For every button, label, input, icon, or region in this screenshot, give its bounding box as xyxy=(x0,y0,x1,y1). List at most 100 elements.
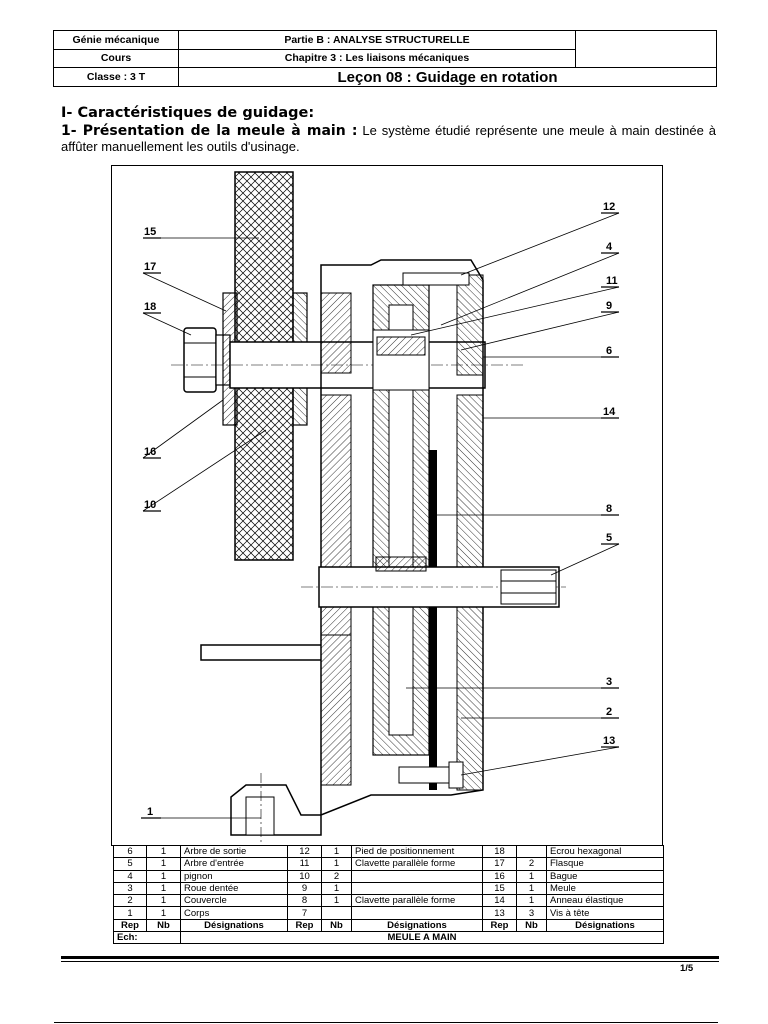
header-table: Génie mécanique Partie B : ANALYSE STRUC… xyxy=(53,29,717,87)
table-cell: 9 xyxy=(287,881,322,896)
label-9: 9 xyxy=(606,300,612,312)
table-cell: 15 xyxy=(482,881,517,896)
footer-rule-thin xyxy=(61,961,719,962)
table-cell: 1 xyxy=(516,881,547,896)
table-cell: pignon xyxy=(180,869,288,883)
label-11: 11 xyxy=(606,275,618,287)
table-cell: 1 xyxy=(321,881,352,896)
table-cell: 4 xyxy=(113,869,147,883)
footer-rule xyxy=(61,956,719,959)
table-cell: 2 xyxy=(113,894,147,908)
table-cell: Anneau élastique xyxy=(546,894,664,908)
header-type: Cours xyxy=(53,48,179,69)
drawing-title: MEULE A MAIN xyxy=(180,931,664,945)
table-cell: 10 xyxy=(287,869,322,883)
table-cell: Ecrou hexagonal xyxy=(546,844,664,859)
table-cell: 6 xyxy=(113,844,147,859)
label-4: 4 xyxy=(606,241,613,253)
label-2: 2 xyxy=(606,706,612,718)
table-cell: 1 xyxy=(321,857,352,871)
page-number: 1/5 xyxy=(680,963,694,974)
label-1: 1 xyxy=(147,806,153,818)
table-cell: 2 xyxy=(321,869,352,883)
table-cell: 14 xyxy=(482,894,517,908)
nomenclature-title-row: Ech: MEULE A MAIN xyxy=(113,931,664,945)
label-15: 15 xyxy=(144,226,156,238)
section-title: I- Caractéristiques de guidage: xyxy=(61,105,315,121)
table-cell: 1 xyxy=(321,894,352,908)
table-cell: 17 xyxy=(482,857,517,871)
table-cell: 1 xyxy=(146,881,181,896)
table-cell: 1 xyxy=(146,894,181,908)
table-cell: Clavette parallèle forme xyxy=(351,857,483,871)
hex-nut xyxy=(183,327,217,393)
bottom-rule xyxy=(54,1022,718,1023)
table-cell: 7 xyxy=(287,906,322,920)
label-8: 8 xyxy=(606,503,612,515)
table-cell: 1 xyxy=(516,894,547,908)
table-cell: 12 xyxy=(287,844,322,859)
table-cell: Meule xyxy=(546,881,664,896)
table-cell xyxy=(321,906,352,920)
table-cell: 1 xyxy=(146,906,181,920)
label-17: 17 xyxy=(144,261,156,273)
table-cell: 1 xyxy=(321,844,352,859)
label-16: 16 xyxy=(144,446,156,458)
table-cell: Arbre de sortie xyxy=(180,844,288,859)
label-14: 14 xyxy=(603,406,616,418)
header-partie: Partie B : ANALYSE STRUCTURELLE xyxy=(178,30,576,50)
table-cell: Flasque xyxy=(546,857,664,871)
table-cell: 16 xyxy=(482,869,517,883)
nomenclature-header-row: Rep Nb Désignations Rep Nb Désignations … xyxy=(113,918,664,933)
table-cell: 1 xyxy=(146,844,181,859)
table-cell: Arbre d'entrée xyxy=(180,857,288,871)
table-cell: Couvercle xyxy=(180,894,288,908)
table-cell: 11 xyxy=(287,857,322,871)
table-cell: 1 xyxy=(516,869,547,883)
table-cell: Roue dentée xyxy=(180,881,288,896)
label-3: 3 xyxy=(606,676,612,688)
table-cell: 18 xyxy=(482,844,517,859)
table-cell xyxy=(351,881,483,896)
technical-drawing: 15 17 18 16 10 1 12 4 11 9 6 14 8 5 3 2 … xyxy=(141,171,620,845)
header-lecon: Leçon 08 : Guidage en rotation xyxy=(178,67,717,87)
table-cell: Corps xyxy=(180,906,288,920)
table-cell xyxy=(351,906,483,920)
table-cell xyxy=(351,869,483,883)
table-cell: 13 xyxy=(482,906,517,920)
label-10: 10 xyxy=(144,499,156,511)
table-cell: 1 xyxy=(146,857,181,871)
table-cell: Vis à tête xyxy=(546,906,664,920)
label-13: 13 xyxy=(603,735,615,747)
table-cell: Pied de positionnement xyxy=(351,844,483,859)
table-cell: 8 xyxy=(287,894,322,908)
table-cell: 2 xyxy=(516,857,547,871)
cover-plate xyxy=(429,450,437,790)
table-cell: 3 xyxy=(113,881,147,896)
subsection-paragraph: 1- Présentation de la meule à main : Le … xyxy=(61,123,716,154)
header-domain: Génie mécanique xyxy=(53,30,179,50)
subsection-label: 1- Présentation de la meule à main : xyxy=(61,123,358,139)
subsection-text: Le système étudié représente une meule à… xyxy=(61,123,716,154)
scale-label: Ech: xyxy=(113,931,181,945)
table-cell: Clavette parallèle forme xyxy=(351,894,483,908)
label-6: 6 xyxy=(606,345,612,357)
label-12: 12 xyxy=(603,201,615,213)
label-5: 5 xyxy=(606,532,612,544)
header-classe: Classe : 3 T xyxy=(53,67,179,87)
header-chapitre: Chapitre 3 : Les liaisons mécaniques xyxy=(178,48,576,69)
table-cell xyxy=(516,844,547,859)
table-cell: 3 xyxy=(516,906,547,920)
housing-body xyxy=(200,259,484,836)
header-blank xyxy=(575,29,717,69)
table-cell: 5 xyxy=(113,857,147,871)
label-18: 18 xyxy=(144,301,156,313)
table-cell: 1 xyxy=(113,906,147,920)
